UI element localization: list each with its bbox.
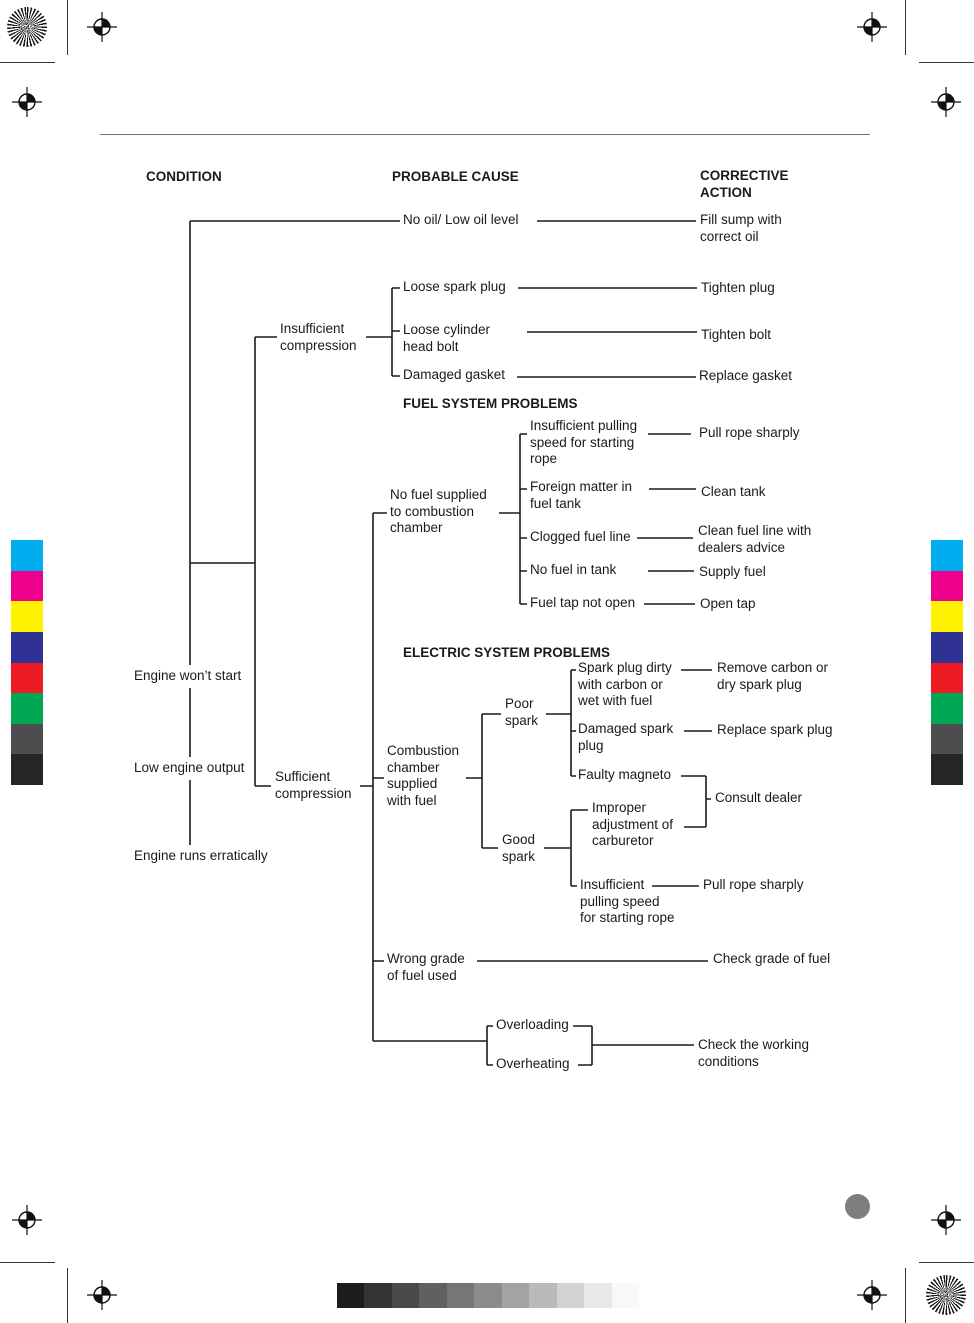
color-swatch	[474, 1283, 502, 1308]
action-replace-spark-plug: Replace spark plug	[717, 722, 833, 737]
header-rule	[100, 134, 870, 135]
color-swatch	[364, 1283, 392, 1308]
color-swatch	[501, 1283, 530, 1308]
cause-insufficient-pulling: Insufficient pulling speed for starting …	[530, 418, 638, 466]
condition-engine-wont-start: Engine won’t start	[132, 665, 244, 688]
crop-mark	[919, 1262, 974, 1263]
starburst-mark	[7, 7, 47, 47]
section-electric-system: ELECTRIC SYSTEM PROBLEMS	[403, 645, 611, 660]
registration-mark-icon	[857, 12, 887, 42]
color-swatch	[931, 754, 963, 785]
cause-sufficient-compression: Sufficient compression	[275, 769, 352, 801]
cause-insufficient-pulling-2: Insufficient pulling speed for starting …	[580, 877, 675, 925]
cause-loose-cylinder-head-bolt: Loose cylinder head bolt	[403, 322, 491, 354]
header-probable-cause: PROBABLE CAUSE	[392, 169, 519, 184]
action-pull-rope: Pull rope sharply	[699, 425, 800, 440]
registration-mark-icon	[87, 12, 117, 42]
registration-mark-icon	[931, 1205, 961, 1235]
action-clean-tank: Clean tank	[701, 484, 766, 499]
color-swatch	[446, 1283, 475, 1308]
action-check-grade: Check grade of fuel	[713, 951, 831, 966]
crop-mark	[67, 0, 68, 55]
action-check-working: Check the working conditions	[698, 1037, 810, 1069]
color-swatch	[11, 601, 43, 632]
color-swatch	[11, 662, 43, 694]
cause-damaged-spark-plug: Damaged spark plug	[578, 721, 674, 753]
cause-foreign-matter: Foreign matter in fuel tank	[530, 479, 633, 511]
cause-no-fuel-in-tank: No fuel in tank	[530, 562, 617, 577]
action-replace-gasket: Replace gasket	[699, 368, 793, 383]
action-open-tap: Open tap	[700, 596, 756, 611]
cause-good-spark: Good spark	[502, 832, 536, 864]
crop-mark	[0, 62, 55, 63]
action-tighten-bolt: Tighten bolt	[701, 327, 772, 342]
action-remove-carbon: Remove carbon or dry spark plug	[717, 660, 829, 692]
color-swatch	[931, 662, 963, 694]
registration-mark-icon	[857, 1280, 887, 1310]
color-swatch	[391, 1283, 420, 1308]
crop-mark	[0, 1262, 55, 1263]
color-swatch	[11, 693, 43, 724]
cause-fuel-tap-not-open: Fuel tap not open	[530, 595, 636, 610]
action-pull-rope-2: Pull rope sharply	[703, 877, 804, 892]
cause-no-oil: No oil/ Low oil level	[403, 212, 519, 227]
cause-faulty-magneto: Faulty magneto	[578, 767, 672, 782]
starburst-mark	[926, 1275, 966, 1315]
action-consult-dealer: Consult dealer	[715, 790, 803, 805]
cause-improper-adjustment: Improper adjustment of carburetor	[592, 800, 674, 848]
action-fill-sump: Fill sump with correct oil	[700, 212, 782, 244]
header-condition: CONDITION	[146, 169, 222, 184]
gray-dot-mark	[845, 1194, 870, 1219]
color-swatch	[419, 1283, 447, 1308]
cause-overheating: Overheating	[496, 1056, 570, 1071]
color-swatch	[931, 693, 963, 724]
color-swatch	[11, 723, 43, 755]
action-tighten-plug: Tighten plug	[701, 280, 775, 295]
color-swatch	[556, 1283, 585, 1308]
color-swatch	[931, 723, 963, 755]
color-swatch	[11, 570, 43, 602]
crop-mark	[905, 1268, 906, 1323]
color-swatch	[11, 754, 43, 785]
cause-combustion-chamber: Combustion chamber supplied with fuel	[387, 743, 460, 808]
cause-insufficient-compression: Insufficient compression	[280, 321, 357, 353]
cause-loose-spark-plug: Loose spark plug	[403, 279, 506, 294]
registration-mark-icon	[931, 87, 961, 117]
crop-mark	[919, 62, 974, 63]
cause-spark-plug-dirty: Spark plug dirty with carbon or wet with…	[578, 660, 672, 708]
condition-low-engine-output: Low engine output	[132, 757, 247, 780]
registration-mark-icon	[87, 1280, 117, 1310]
color-calibration-bar-left	[11, 540, 43, 785]
cause-wrong-grade: Wrong grade of fuel used	[387, 951, 465, 983]
cause-no-fuel-supplied: No fuel supplied to combustion chamber	[390, 487, 487, 535]
color-swatch	[529, 1283, 557, 1308]
section-fuel-system: FUEL SYSTEM PROBLEMS	[403, 396, 578, 411]
action-supply-fuel: Supply fuel	[699, 564, 766, 579]
color-swatch	[931, 540, 963, 571]
cause-poor-spark: Poor spark	[505, 696, 539, 728]
crop-mark	[905, 0, 906, 55]
condition-engine-runs-erratically: Engine runs erratically	[132, 845, 270, 868]
registration-mark-icon	[12, 1205, 42, 1235]
cause-overloading: Overloading	[496, 1017, 569, 1032]
color-swatch	[584, 1283, 612, 1308]
header-corrective-action: CORRECTIVE ACTION	[700, 168, 789, 200]
color-swatch	[931, 631, 963, 663]
cause-clogged-fuel-line: Clogged fuel line	[530, 529, 631, 544]
action-clean-fuel-line: Clean fuel line with dealers advice	[698, 523, 812, 555]
grayscale-calibration-bar	[337, 1283, 639, 1308]
color-calibration-bar-right	[931, 540, 963, 785]
registration-mark-icon	[12, 87, 42, 117]
color-swatch	[337, 1283, 365, 1308]
color-swatch	[931, 570, 963, 602]
crop-mark	[67, 1268, 68, 1323]
color-swatch	[931, 601, 963, 632]
color-swatch	[11, 631, 43, 663]
color-swatch	[611, 1283, 639, 1308]
color-swatch	[11, 540, 43, 571]
cause-damaged-gasket: Damaged gasket	[403, 367, 506, 382]
